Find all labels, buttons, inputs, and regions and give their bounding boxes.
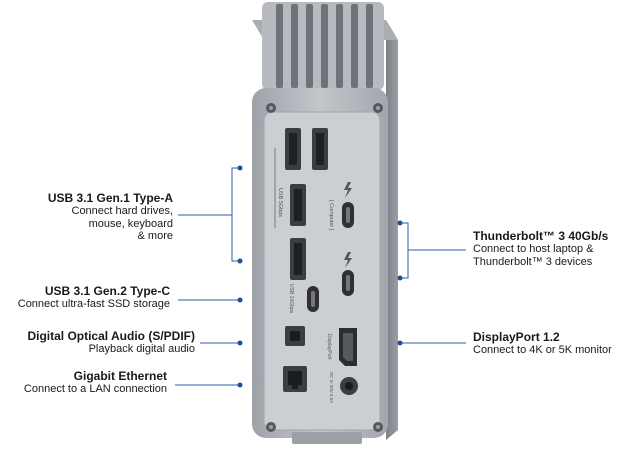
callout-dot [237, 258, 243, 264]
callout-usb31-gen2: USB 3.1 Gen.2 Type-C Connect ultra-fast … [0, 284, 170, 311]
usb-a-port-group [285, 128, 328, 280]
computer-section-label: [ Computer ] [328, 200, 334, 231]
callout-dot [397, 340, 403, 346]
callout-displayport: DisplayPort 1.2 Connect to 4K or 5K moni… [473, 330, 638, 357]
callout-desc: Connect to host laptop & [473, 243, 594, 255]
thunderbolt-port-group [342, 182, 354, 296]
callout-desc: Thunderbolt™ 3 devices [473, 255, 593, 268]
usb5-section-label: USB 5Gbps [277, 188, 283, 217]
callout-dot [237, 382, 243, 388]
callout-title: Gigabit Ethernet [73, 369, 167, 383]
power-section-label: DC In 20V 6.5A [329, 372, 334, 403]
callout-title: DisplayPort 1.2 [473, 330, 560, 344]
usb10-section-label: USB 10Gbps [288, 284, 294, 314]
callout-dot [237, 340, 243, 346]
chassis-foot [292, 432, 362, 444]
callout-dot [237, 297, 243, 303]
callout-desc: Playback digital audio [88, 343, 195, 355]
callout-desc: mouse, keyboard [88, 217, 173, 230]
callout-optical: Digital Optical Audio (S/PDIF) Playback … [0, 329, 195, 356]
callout-desc: Connect to 4K or 5K monitor [473, 344, 612, 356]
callout-usb31-gen1: USB 3.1 Gen.1 Type-A Connect hard drives… [3, 191, 173, 243]
callout-dot [397, 220, 403, 226]
callout-title: Thunderbolt™ 3 40Gb/s [473, 229, 609, 243]
callout-desc: Connect hard drives, [71, 205, 174, 217]
callout-dot [237, 165, 243, 171]
thunderbolt-icon [344, 182, 352, 198]
displayport-section-label: DisplayPort [326, 334, 332, 360]
callout-title: USB 3.1 Gen.2 Type-C [44, 284, 170, 298]
callout-title: USB 3.1 Gen.1 Type-A [47, 191, 173, 205]
callout-dot [397, 275, 403, 281]
thunderbolt-icon [344, 252, 352, 268]
callout-thunderbolt: Thunderbolt™ 3 40Gb/s Connect to host la… [473, 229, 638, 268]
callout-ethernet: Gigabit Ethernet Connect to a LAN connec… [2, 369, 167, 396]
callout-desc: & more [137, 230, 173, 242]
callout-title: Digital Optical Audio (S/PDIF) [27, 329, 195, 343]
callout-desc: Connect to a LAN connection [23, 383, 167, 395]
heatsink-fins [262, 2, 384, 90]
callout-desc: Connect ultra-fast SSD storage [17, 298, 170, 310]
